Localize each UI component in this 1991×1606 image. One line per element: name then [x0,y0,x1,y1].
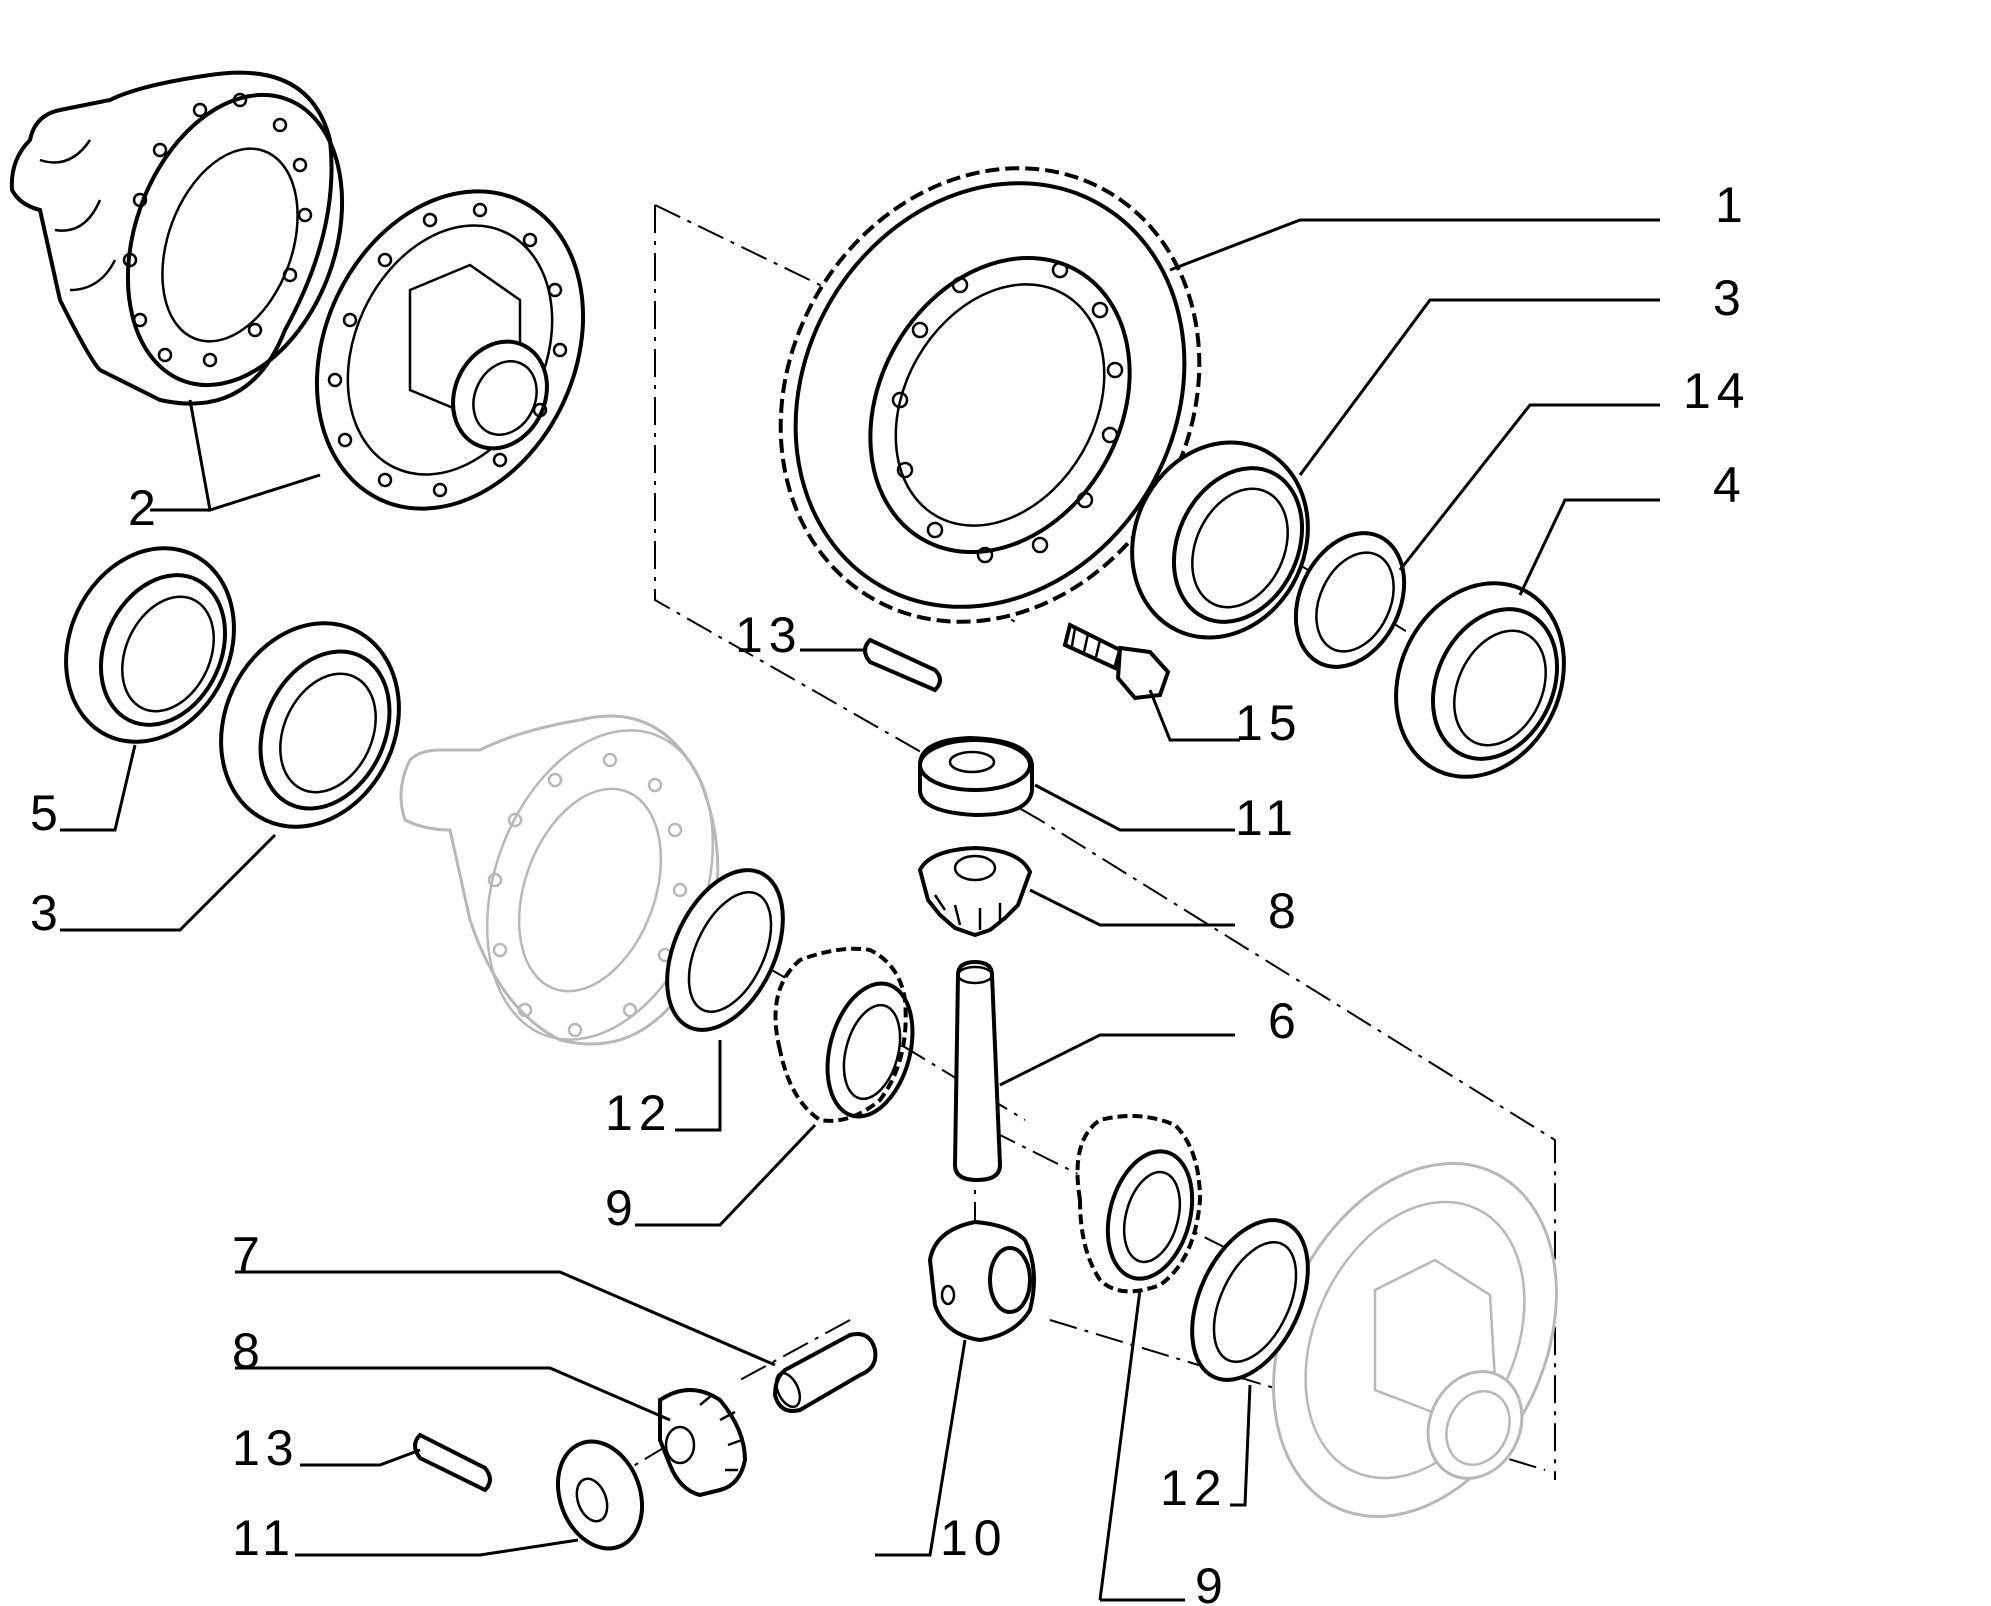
thrust-washer-bottom [555,1439,645,1551]
callout-13-top: 13 [735,607,803,663]
callout-12-right: 12 [1160,1460,1228,1516]
differential-case-half-cover [314,189,586,511]
callout-11-top: 11 [1235,790,1299,846]
callout-10: 10 [940,1510,1008,1566]
callout-4: 4 [1713,457,1747,513]
bearing-race-right [1130,440,1310,640]
callout-7: 7 [232,1227,266,1283]
side-gear-right [1075,1114,1203,1294]
planet-pinion-bottom [658,1388,748,1498]
roller-bearing-right [1394,581,1566,779]
callout-14: 14 [1683,363,1751,419]
callout-labels: 1 3 14 4 2 13 15 5 11 3 8 6 12 9 7 8 13 … [30,177,1751,1606]
callout-3-right: 3 [1713,270,1747,326]
pinion-pin [772,1332,878,1413]
thrust-ring-left [665,868,785,1032]
callout-12-left: 12 [605,1085,673,1141]
callout-1: 1 [1715,177,1749,233]
callout-2: 2 [128,480,162,536]
callout-8-bottom: 8 [232,1323,266,1379]
callout-6: 6 [1268,993,1302,1049]
dowel-pin-bottom [413,1432,492,1493]
side-gear-left [773,946,915,1123]
callout-8-top: 8 [1268,883,1302,939]
roller-bearing-left [64,546,236,744]
planet-pinion-top [917,845,1033,938]
dowel-pin-top [863,637,942,693]
callout-13-bottom: 13 [232,1420,300,1476]
callout-9-right: 9 [1195,1558,1229,1606]
pinion-shaft [952,959,1003,1183]
differential-case-half-left [9,70,345,406]
thrust-washer-top [918,735,1034,818]
callout-3-left: 3 [30,885,64,941]
shaft-spacer-block [927,1219,1036,1343]
callout-9-left: 9 [605,1180,639,1236]
leader-lines [60,218,1660,1602]
callout-15: 15 [1235,695,1303,751]
bearing-race-left [219,621,401,829]
thrust-ring-right [1190,1218,1310,1382]
callout-11-bottom: 11 [232,1510,296,1566]
shim-ring [1293,531,1407,669]
crown-wheel-bolt [1062,622,1171,701]
callout-5: 5 [30,785,64,841]
